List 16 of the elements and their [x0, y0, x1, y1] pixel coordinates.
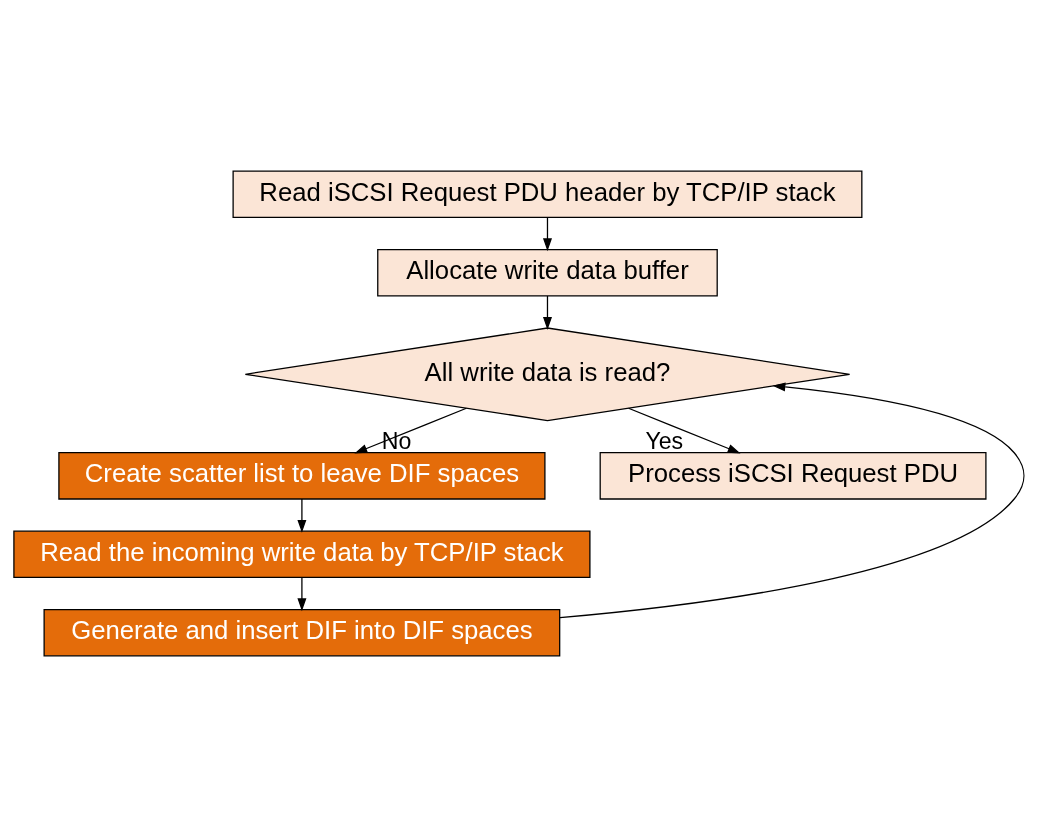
- edge-label: No: [381, 427, 412, 454]
- arrow: [559, 382, 1025, 619]
- node-box: Allocate write data buffer: [377, 248, 718, 297]
- node-box: Read the incoming write data by TCP/IP stack: [13, 530, 591, 579]
- arrow: [627, 407, 741, 454]
- node-box: Create scatter list to leave DIF spaces: [58, 452, 546, 500]
- edge-label: Yes: [645, 427, 684, 454]
- node-box: Read iSCSI Request PDU header by TCP/IP stack: [232, 170, 863, 219]
- node-box: Process iSCSI Request PDU: [599, 452, 987, 500]
- arrow: [542, 216, 552, 252]
- arrow: [297, 576, 307, 612]
- arrow: [542, 295, 552, 330]
- node-box: Generate and insert DIF into DIF spaces: [43, 608, 561, 657]
- node-diamond: All write data is read?: [244, 327, 851, 422]
- arrow: [354, 407, 468, 454]
- arrow: [297, 498, 307, 533]
